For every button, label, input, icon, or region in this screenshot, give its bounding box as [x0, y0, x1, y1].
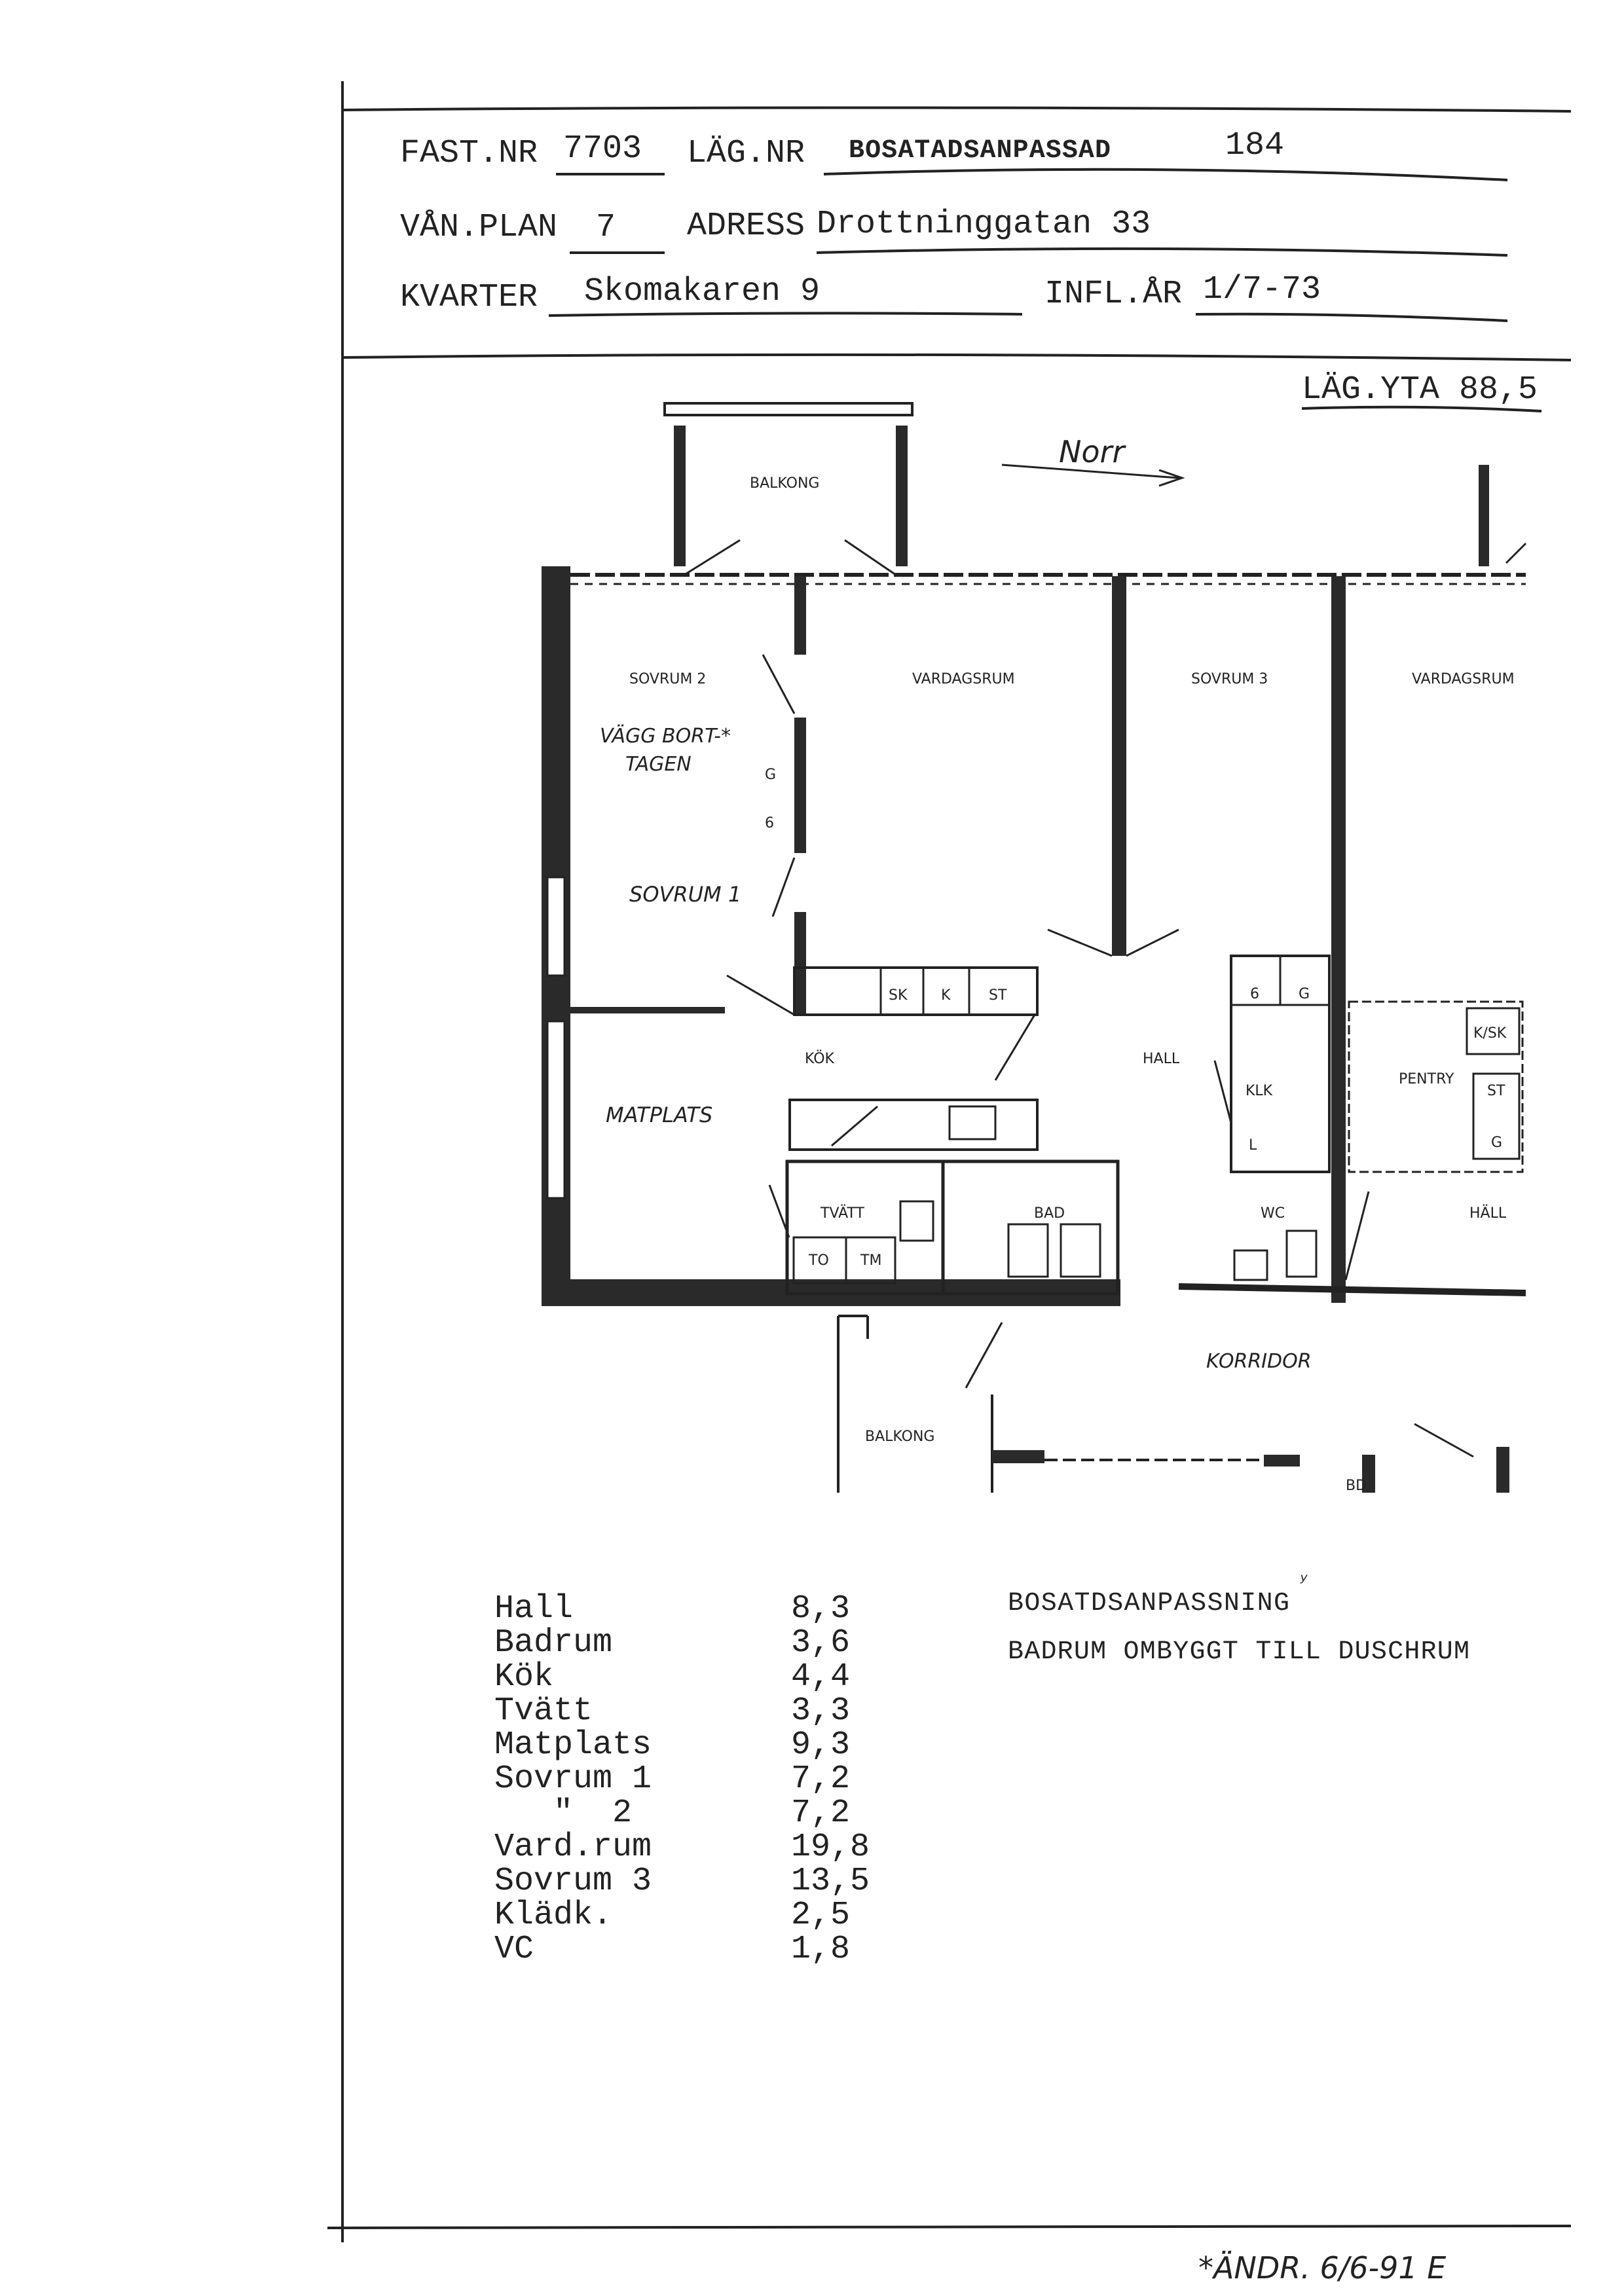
label-pentry: PENTRY: [1399, 1071, 1454, 1087]
kvarter-label: KVARTER: [400, 279, 538, 316]
room-name: Kök: [494, 1658, 553, 1696]
header: FAST.NR 7703 LÄG.NR BOSATADSANPASSAD 184…: [400, 127, 1542, 412]
room-area: 19,8: [791, 1829, 870, 1866]
label-6b: 6: [1250, 986, 1259, 1002]
label-vagg-bort: VÄGG BORT-*: [600, 724, 731, 748]
room-area: 13,5: [791, 1863, 870, 1900]
table-row: " 2 7,2: [494, 1795, 850, 1832]
infl-ar-label: INFL.ÅR: [1044, 276, 1182, 313]
fast-nr-value: 7703: [563, 130, 642, 168]
lag-nr-label: LÄG.NR: [687, 135, 805, 172]
fast-nr-label: FAST.NR: [400, 135, 538, 172]
room-area: 3,6: [791, 1624, 850, 1662]
room-name: Sovrum 1: [494, 1760, 652, 1798]
label-tm: TM: [860, 1252, 881, 1269]
room-name: Klädk.: [494, 1897, 612, 1934]
label-hall: HALL: [1143, 1051, 1180, 1067]
note-mark: ʸ: [1300, 1570, 1308, 1593]
room-area: 3,3: [791, 1692, 850, 1730]
lag-yta: LÄG.YTA 88,5: [1302, 371, 1538, 409]
table-row: Matplats 9,3: [494, 1726, 850, 1764]
label-wc: WC: [1261, 1205, 1285, 1222]
label-hall-b: HÄLL: [1469, 1205, 1507, 1222]
label-k-sk: K/SK: [1473, 1025, 1507, 1042]
label-vardagsrum: VARDAGSRUM: [912, 671, 1015, 687]
frame-lines: [327, 81, 1572, 2242]
label-k: K: [941, 987, 951, 1004]
label-sovrum-1: SOVRUM 1: [629, 882, 741, 907]
floor-plan: BALKONG Norr SOVRUM 2 VÄGG BORT-* TAGEN …: [542, 402, 1527, 1494]
label-korridor: KORRIDOR: [1206, 1350, 1312, 1373]
room-area: 2,5: [791, 1897, 850, 1934]
table-row: Tvätt 3,3: [494, 1692, 850, 1730]
table-row: Sovrum 1 7,2: [494, 1760, 850, 1798]
label-sovrum-3: SOVRUM 3: [1191, 671, 1268, 687]
label-balkong-top: BALKONG: [750, 475, 819, 492]
label-vardagsrum-adjacent: VARDAGSRUM: [1412, 671, 1515, 687]
room-name: " 2: [494, 1795, 632, 1832]
room-name: Vard.rum: [494, 1829, 652, 1866]
room-area: 7,2: [791, 1760, 850, 1798]
label-vagg-tagen: TAGEN: [625, 753, 692, 776]
table-row: Klädk. 2,5: [494, 1897, 850, 1934]
label-to: TO: [808, 1252, 829, 1269]
table-row: Badrum 3,6: [494, 1624, 850, 1662]
table-row: Vard.rum 19,8: [494, 1829, 870, 1866]
van-plan-label: VÅN.PLAN: [400, 209, 557, 246]
room-name: Matplats: [494, 1726, 652, 1764]
room-area: 8,3: [791, 1590, 850, 1628]
adress-label: ADRESS: [687, 208, 805, 245]
label-sovrum-2: SOVRUM 2: [629, 671, 706, 687]
room-name: Hall: [494, 1590, 573, 1628]
room-name: Tvätt: [494, 1692, 593, 1730]
infl-ar-value: 1/7-73: [1203, 271, 1321, 308]
table-row: VC 1,8: [494, 1931, 850, 1968]
north-label: Norr: [1059, 434, 1126, 469]
label-st-b: ST: [1487, 1083, 1505, 1099]
label-l: L: [1249, 1137, 1257, 1154]
lag-nr-number: 184: [1225, 127, 1284, 164]
footer-change-note: *ÄNDR. 6/6-91 E: [1198, 2250, 1446, 2286]
label-bad: BAD: [1034, 1205, 1065, 1222]
room-area-table: Hall 8,3 Badrum 3,6 Kök 4,4 Tvätt 3,3 Matpla…: [494, 1590, 870, 1968]
table-row: Kök 4,4: [494, 1658, 850, 1696]
label-g-b: G: [1299, 986, 1310, 1002]
room-area: 7,2: [791, 1795, 850, 1832]
header-underlines: [548, 168, 1542, 412]
label-g-c: G: [1491, 1135, 1502, 1151]
label-g: G: [765, 767, 776, 783]
label-6: 6: [765, 815, 774, 831]
note-bosatdsanpassning: BOSATDSANPASSNING: [1008, 1589, 1289, 1618]
room-area: 1,8: [791, 1931, 850, 1968]
adress-value: Drottninggatan 33: [817, 206, 1151, 243]
label-klk: KLK: [1246, 1083, 1273, 1099]
table-row: Hall 8,3: [494, 1590, 850, 1628]
notes: BOSATDSANPASSNING ʸ BADRUM OMBYGGT TILL …: [1008, 1570, 1469, 1667]
room-name: Badrum: [494, 1624, 612, 1662]
label-st: ST: [989, 987, 1007, 1004]
north-arrow-icon: [1001, 464, 1185, 487]
label-balkong-bottom: BALKONG: [865, 1429, 934, 1445]
label-sk: SK: [889, 987, 908, 1004]
label-matplats: MATPLATS: [606, 1102, 712, 1127]
kvarter-value: Skomakaren 9: [584, 273, 820, 310]
table-row: Sovrum 3 13,5: [494, 1863, 870, 1900]
label-kok: KÖK: [805, 1050, 835, 1067]
room-name: VC: [494, 1931, 534, 1968]
note-badrum: BADRUM OMBYGGT TILL DUSCHRUM: [1008, 1637, 1469, 1667]
van-plan-value: 7: [596, 209, 616, 246]
room-area: 4,4: [791, 1658, 850, 1696]
room-area: 9,3: [791, 1726, 850, 1764]
lag-nr-value: BOSATADSANPASSAD: [849, 136, 1111, 166]
label-bd: BD: [1346, 1478, 1367, 1494]
label-tvatt: TVÄTT: [820, 1205, 864, 1222]
room-name: Sovrum 3: [494, 1863, 652, 1900]
